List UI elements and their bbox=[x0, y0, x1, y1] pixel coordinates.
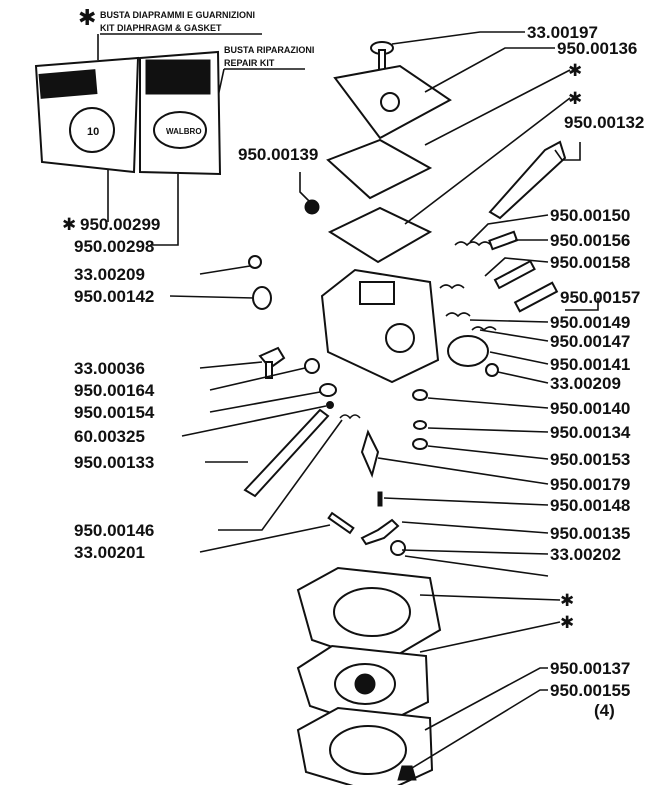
kit-diaphragm-gasket-package: 10 bbox=[34, 56, 140, 174]
label-950-00153: 950.00153 bbox=[550, 450, 630, 469]
label-950-00146: 950.00146 bbox=[74, 521, 154, 540]
label-950-00133: 950.00133 bbox=[74, 453, 154, 472]
label-33-00036: 33.00036 bbox=[74, 359, 145, 378]
inlet-needle bbox=[360, 429, 380, 479]
label-950-00164: 950.00164 bbox=[74, 381, 155, 400]
pump-diaphragm bbox=[327, 206, 433, 264]
label-950-00137: 950.00137 bbox=[550, 659, 630, 678]
star-950-00299: ✱ bbox=[62, 215, 76, 234]
pump-gasket bbox=[326, 138, 433, 200]
star-metering-diaphragm: ✱ bbox=[560, 613, 574, 632]
throttle-shaft bbox=[243, 408, 330, 498]
repair-kit-title-it: BUSTA RIPARAZIONI bbox=[224, 45, 314, 55]
spring-part bbox=[454, 241, 492, 247]
svg-text:10: 10 bbox=[87, 126, 99, 138]
star-marker: ✱ bbox=[78, 5, 96, 30]
label-950-00299: 950.00299 bbox=[80, 215, 160, 234]
screw-part bbox=[370, 41, 394, 73]
label-33-00202: 33.00202 bbox=[550, 545, 621, 564]
leader-lines bbox=[169, 31, 599, 769]
repair-kit-title-en: REPAIR KIT bbox=[224, 58, 275, 68]
label-33-00197: 33.00197 bbox=[527, 23, 598, 42]
label-950-00298: 950.00298 bbox=[74, 237, 154, 256]
carburetor-parts bbox=[243, 41, 567, 785]
star-metering-gasket: ✱ bbox=[560, 591, 574, 610]
label-950-00136: 950.00136 bbox=[557, 39, 637, 58]
label-950-00150: 950.00150 bbox=[550, 206, 630, 225]
kit-repair-package: WALBRO bbox=[139, 50, 222, 176]
label-950-00134: 950.00134 bbox=[550, 423, 631, 442]
svg-text:WALBRO: WALBRO bbox=[166, 127, 202, 136]
label-950-00155: 950.00155 bbox=[550, 681, 630, 700]
kit-diaphragm-title-it: BUSTA DIAPRAMMI E GUARNIZIONI bbox=[100, 10, 255, 20]
label-950-00154: 950.00154 bbox=[74, 403, 155, 422]
label-950-00149: 950.00149 bbox=[550, 313, 630, 332]
label-950-00142: 950.00142 bbox=[74, 287, 154, 306]
label-950-00140: 950.00140 bbox=[550, 399, 630, 418]
carburetor-body bbox=[320, 268, 440, 384]
label-950-00148: 950.00148 bbox=[550, 496, 630, 515]
throttle-lever bbox=[488, 140, 567, 220]
kit-header: ✱ BUSTA DIAPRAMMI E GUARNIZIONI KIT DIAP… bbox=[78, 5, 314, 116]
label-950-00139: 950.00139 bbox=[238, 145, 318, 164]
label-950-00157: 950.00157 bbox=[560, 288, 640, 307]
star-gasket-top: ✱ bbox=[568, 61, 582, 80]
label-33-00209-a: 33.00209 bbox=[74, 265, 145, 284]
label-950-00141: 950.00141 bbox=[550, 355, 630, 374]
label-33-00209-b: 33.00209 bbox=[550, 374, 621, 393]
cover-screw bbox=[397, 765, 417, 781]
label-950-00156: 950.00156 bbox=[550, 231, 630, 250]
star-diaphragm-top: ✱ bbox=[568, 89, 582, 108]
label-qty-4: (4) bbox=[594, 701, 615, 720]
label-950-00147: 950.00147 bbox=[550, 332, 630, 351]
part-labels: 33.00197 950.00136 ✱ ✱ 950.00132 950.001… bbox=[62, 23, 644, 720]
label-60-00325: 60.00325 bbox=[74, 427, 145, 446]
kit-diaphragm-title-en: KIT DIAPHRAGM & GASKET bbox=[100, 23, 222, 33]
lead-kit-950-00298 bbox=[150, 174, 179, 246]
label-950-00179: 950.00179 bbox=[550, 475, 630, 494]
label-950-00158: 950.00158 bbox=[550, 253, 630, 272]
label-950-00132: 950.00132 bbox=[564, 113, 644, 132]
check-ball bbox=[304, 199, 320, 215]
label-33-00201: 33.00201 bbox=[74, 543, 145, 562]
label-950-00135: 950.00135 bbox=[550, 524, 630, 543]
